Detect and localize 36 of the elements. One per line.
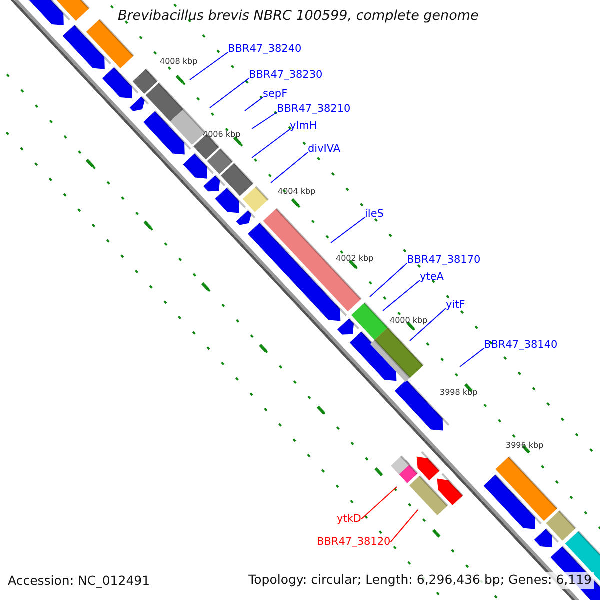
gene-label: sepF (263, 89, 288, 100)
gene-label: yteA (420, 272, 444, 282)
scale-label: 4006 kbp (203, 131, 241, 139)
gene-label: BBR47_38240 (228, 44, 302, 54)
scale-label: 4008 kbp (160, 58, 198, 66)
leader-line (252, 129, 290, 158)
gene-label: BBR47_38120 (317, 537, 391, 548)
leader-line (210, 78, 250, 108)
gene-label: BBR47_38170 (407, 255, 481, 266)
gene-label: ileS (365, 209, 384, 220)
genome-info-text: Topology: circular; Length: 6,296,436 bp; Genes: 6,119 (246, 572, 594, 588)
accession-text: Accession: NC_012491 (8, 575, 150, 588)
leader-line (330, 217, 366, 244)
scale-label: 3998 kbp (440, 389, 478, 397)
leader-line (361, 486, 398, 520)
gene-label: divIVA (308, 144, 341, 154)
leader-line (460, 348, 484, 368)
gene-label: yitF (446, 300, 466, 310)
leader-line (270, 152, 308, 184)
scale-label: 3996 kbp (506, 442, 544, 450)
gene-label: ylmH (290, 121, 318, 132)
gene-label: BBR47_38210 (277, 104, 351, 114)
scale-label: 4004 kbp (278, 188, 316, 196)
leader-line (252, 112, 278, 130)
leader-line (244, 97, 264, 112)
leader-line (410, 308, 446, 342)
gene-label: BBR47_38230 (249, 70, 323, 80)
title: Brevibacillus brevis NBRC 100599, complete genome (118, 10, 479, 24)
gene-label: BBR47_38140 (484, 340, 558, 350)
leader-line (370, 263, 408, 298)
gene-label: ytkD (337, 514, 362, 524)
leader-line (382, 280, 420, 312)
leader-line (190, 52, 228, 80)
scale-label: 4002 kbp (336, 255, 374, 263)
leader-line (390, 510, 418, 543)
scale-label: 4000 kbp (390, 317, 428, 325)
